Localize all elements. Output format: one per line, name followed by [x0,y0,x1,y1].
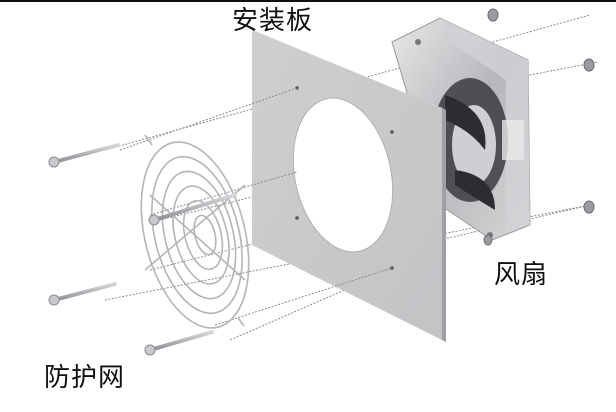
screw-4 [144,330,214,356]
mounting-panel [252,30,446,342]
nut-4 [483,234,493,246]
nut-2 [583,58,595,72]
nut-3 [583,200,595,214]
screw-2 [148,193,237,226]
wire-guard [140,134,250,329]
label-fan: 风扇 [494,260,549,290]
label-guard: 防护网 [44,363,126,393]
nut-1 [487,8,499,22]
label-mounting-panel: 安装板 [232,6,314,36]
nuts-right [483,8,595,246]
top-border [0,0,616,2]
screws-left [48,143,237,356]
screw-3 [48,282,117,306]
screw-1 [48,143,120,168]
